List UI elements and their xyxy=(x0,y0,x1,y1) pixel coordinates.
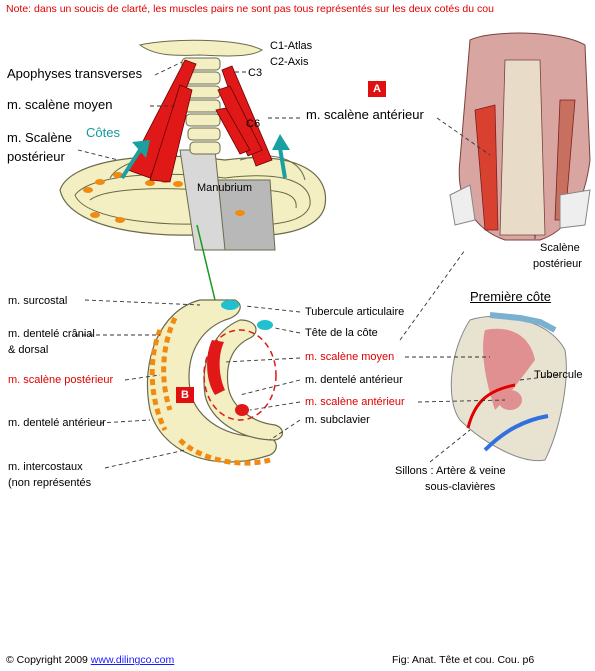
label-dentele-cranial-1: m. dentelé crânial xyxy=(8,328,95,340)
label-tete-de-la-cote: Tête de la côte xyxy=(305,327,378,339)
label-tubercule: Tubercule xyxy=(534,369,583,381)
label-dentele-anterieur-left: m. dentelé antérieur xyxy=(8,417,106,429)
teal-rib-arrows xyxy=(120,134,290,180)
label-sillons-2: sous-clavières xyxy=(425,481,496,493)
label-sillons-1: Sillons : Artère & veine xyxy=(395,465,506,477)
label-scalene-posterieur-right-2: postérieur xyxy=(533,258,582,270)
label-c2-axis: C2-Axis xyxy=(270,56,309,68)
label-c6: C6 xyxy=(246,118,261,130)
label-scalene-moyen-top: m. scalène moyen xyxy=(7,97,113,112)
label-dentele-anterieur-right: m. dentelé antérieur xyxy=(305,374,403,386)
badge-b: B xyxy=(176,387,194,403)
label-subclavier: m. subclavier xyxy=(305,414,370,426)
first-rib-photo xyxy=(450,312,567,462)
ribcage-drawing xyxy=(59,149,327,251)
scalene-muscles-drawing xyxy=(127,59,273,183)
label-scalene-moyen-b: m. scalène moyen xyxy=(305,351,395,363)
label-intercostaux-2: (non représentés xyxy=(8,477,92,489)
label-scalene-anterieur-top: m. scalène antérieur xyxy=(306,107,424,122)
label-scalene-posterieur-top-2: postérieur xyxy=(7,149,65,164)
label-scalene-posterieur-b: m. scalène postérieur xyxy=(8,374,114,386)
figure-reference: Fig: Anat. Tête et cou. Cou. p6 xyxy=(392,654,535,666)
label-scalene-posterieur-right-1: Scalène xyxy=(540,242,580,254)
label-intercostaux-1: m. intercostaux xyxy=(8,461,83,473)
copyright-label: © Copyright 2009 xyxy=(6,654,88,666)
label-scalene-anterieur-b: m. scalène antérieur xyxy=(305,396,405,408)
label-manubrium: Manubrium xyxy=(197,182,253,194)
first-rib-drawing xyxy=(146,299,284,466)
leader-lines xyxy=(75,61,561,469)
label-scalene-posterieur-top-1: m. Scalène xyxy=(7,130,73,145)
label-surcostal: m. surcostal xyxy=(8,295,68,307)
cervical-spine-drawing xyxy=(138,39,263,155)
label-c3: C3 xyxy=(248,67,263,79)
clarity-note: Note: dans un soucis de clarté, les musc… xyxy=(6,3,494,15)
label-premiere-cote: Première côte xyxy=(470,289,551,304)
label-c1-atlas: C1-Atlas xyxy=(270,40,313,52)
connector-line xyxy=(196,224,216,301)
label-dentele-cranial-2: & dorsal xyxy=(8,344,49,356)
copyright-text: © Copyright 2009 www.dilingco.com xyxy=(6,654,174,666)
neck-muscles-drawing xyxy=(449,32,591,241)
label-apophyses-transverses: Apophyses transverses xyxy=(7,66,143,81)
label-cotes: Côtes xyxy=(86,125,120,140)
label-tubercule-articulaire: Tubercule articulaire xyxy=(305,306,405,318)
site-link[interactable]: www.dilingco.com xyxy=(90,654,175,666)
badge-a: A xyxy=(368,81,386,97)
